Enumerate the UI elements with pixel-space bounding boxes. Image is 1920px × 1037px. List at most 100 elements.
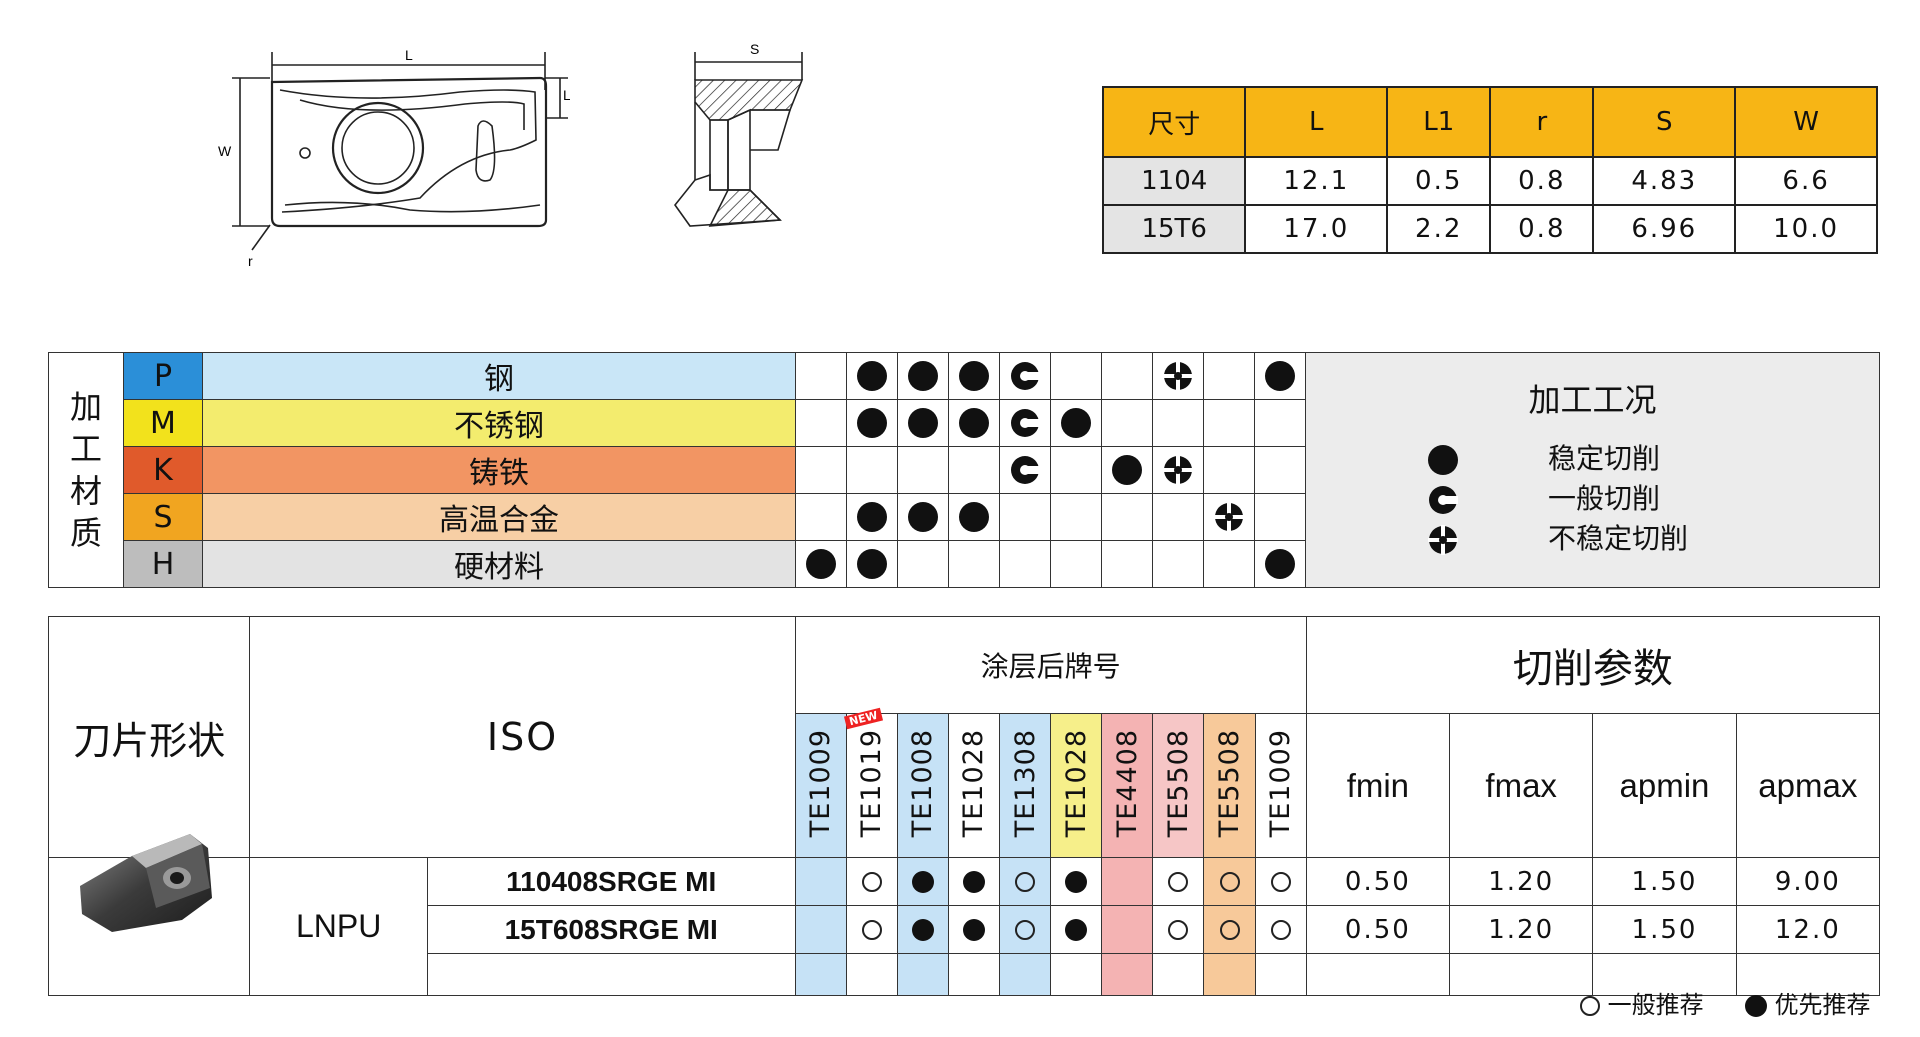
grade-mark-cell [896,857,949,906]
stable-cutting-icon [959,408,989,438]
dim-label-r: r [248,253,253,269]
stable-cutting-icon [959,361,989,391]
suitability-cell [1254,493,1306,541]
grade-name: TE5508 [1214,729,1246,838]
material-code: K [123,446,203,494]
suitability-cell [1254,399,1306,447]
dimension-table: 尺寸 L L1 r S W 1104 12.1 0.5 0.8 4.83 6.6… [1101,86,1878,254]
legend-good-label: 稳定切削 [1548,442,1661,475]
insert-side-view-drawing: S [673,41,804,227]
product-row [49,953,1881,996]
suitability-cell [1101,446,1153,494]
solid-circle-icon [962,918,985,941]
suitability-cell [1050,446,1102,494]
suitability-cell [948,399,1000,447]
grade-mark-cell [1050,905,1103,954]
dimension-size: 1104 [1101,156,1247,206]
insert-top-view-drawing: L W L1 r [218,47,570,269]
suitability-cell [846,399,898,447]
suitability-cell [795,446,847,494]
stable-cutting-icon [857,408,887,438]
grade-mark-cell [1254,905,1307,954]
grade-name: TE1008 [907,729,939,838]
unstable-cutting-icon [1428,525,1458,555]
suitability-cell [1203,446,1255,494]
stable-cutting-icon [1061,408,1091,438]
insert-code: 110408SRGE MI [426,857,796,906]
open-legend-label: 一般推荐 [1607,991,1704,1019]
grade-mark-cell [1101,953,1154,996]
material-name: 硬材料 [202,540,796,588]
suitability-cell [897,493,949,541]
dimension-value: 12.1 [1244,156,1389,206]
grade-header: TE4408 [1101,713,1154,858]
stable-cutting-icon [806,549,836,579]
open-circle-icon [1580,996,1600,1016]
suitability-cell [1152,446,1204,494]
grade-mark-cell [1050,857,1103,906]
grade-mark-cell [1254,953,1307,996]
param-value: 0.50 [1305,905,1451,954]
stable-cutting-icon [857,549,887,579]
param-value: 9.00 [1735,857,1881,906]
suitability-cell [1050,399,1102,447]
open-circle-icon [1219,871,1240,892]
dimension-value: 0.8 [1489,156,1595,206]
suitability-cell [897,540,949,588]
material-name: 不锈钢 [202,399,796,447]
stable-cutting-icon [1265,549,1295,579]
param-value: 1.20 [1449,905,1594,954]
param-value: 0.50 [1305,857,1451,906]
grade-mark-cell [794,953,847,996]
grades-header: 涂层后牌号 [794,616,1307,714]
params-header: 切削参数 [1305,616,1881,714]
legend-poor-label: 不稳定切削 [1548,522,1689,555]
suitability-cell [846,352,898,400]
material-side-label: 加工材质 [48,352,124,588]
grade-mark-cell [794,905,847,954]
stable-cutting-icon [1112,455,1142,485]
grade-name: TE1028 [1060,729,1092,838]
suitability-cell [1203,399,1255,447]
param-value: 12.0 [1735,905,1881,954]
general-cutting-icon [1011,362,1041,390]
empty-param-cell [1592,953,1737,996]
grade-header: TE5508 [1152,713,1205,858]
legend-title: 加工工况 [1528,381,1657,419]
grade-name: TE5508 [1162,729,1194,838]
dimension-value: 2.2 [1386,204,1492,254]
suitability-cell [897,352,949,400]
suitability-cell [1254,540,1306,588]
dimension-value: 0.8 [1489,204,1595,254]
grade-mark-cell [999,857,1052,906]
solid-circle-icon [911,918,934,941]
stable-cutting-icon [908,502,938,532]
suitability-cell [948,352,1000,400]
grade-mark-cell [1101,857,1154,906]
open-circle-icon [1168,919,1189,940]
param-value: 1.20 [1449,857,1594,906]
solid-circle-icon [1065,870,1088,893]
grade-name: TE1308 [1009,729,1041,838]
suitability-cell [1254,352,1306,400]
param-value: 1.50 [1592,857,1737,906]
iso-header: ISO [249,616,796,858]
param-header: apmin [1592,713,1737,858]
suitability-cell [846,446,898,494]
grade-header: TE5508 [1203,713,1256,858]
grade-mark-cell [1203,857,1256,906]
material-name: 钢 [202,352,796,400]
dimension-header: L1 [1386,86,1492,158]
suitability-cell [1254,446,1306,494]
grade-mark-cell [1152,857,1205,906]
solid-circle-icon [1065,918,1088,941]
dimension-value: 0.5 [1386,156,1492,206]
dimension-value: 17.0 [1244,204,1389,254]
suitability-cell [948,446,1000,494]
dim-label-l1: L1 [563,87,570,103]
